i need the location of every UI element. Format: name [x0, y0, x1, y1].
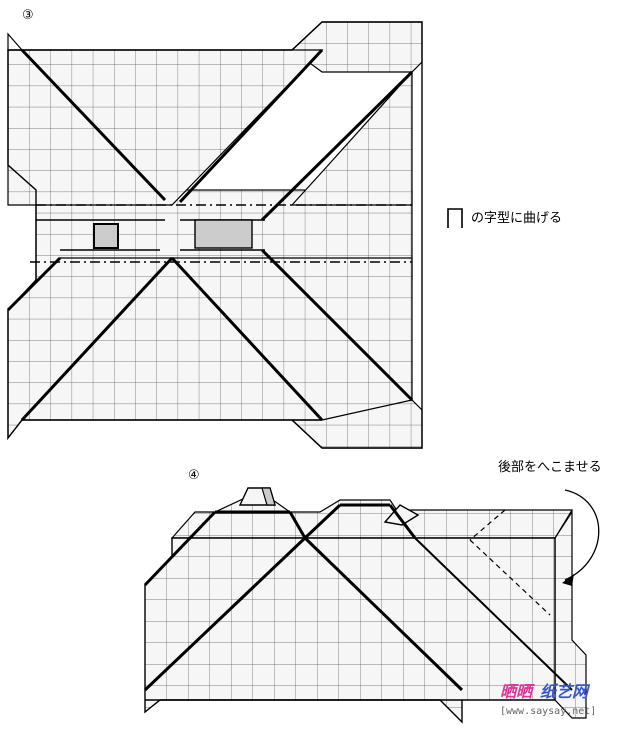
watermark-url: [www.saysay.net]: [500, 706, 596, 717]
large-highlight-rect: [194, 219, 253, 249]
arrow-head-icon: [562, 574, 574, 586]
push-arrow: [564, 489, 600, 581]
watermark-part2: 纸艺网: [540, 682, 591, 701]
step4-instruction: 後部をへこませる: [498, 460, 602, 475]
step3-instruction: の字型に曲げる: [471, 211, 562, 226]
small-highlight-square: [93, 223, 119, 249]
step4-number: ④: [188, 468, 200, 483]
watermark: 晒晒 纸艺网 [www.saysay.net]: [500, 682, 596, 717]
step3-number: ③: [22, 8, 34, 23]
watermark-part1: 晒晒: [500, 682, 535, 701]
step3-diagram: ③: [6, 8, 423, 449]
fold-shape-icon: [447, 208, 463, 228]
step4-diagram: ④ 後部をへこませる: [143, 460, 602, 724]
step3-caption: の字型に曲げる: [447, 208, 562, 228]
